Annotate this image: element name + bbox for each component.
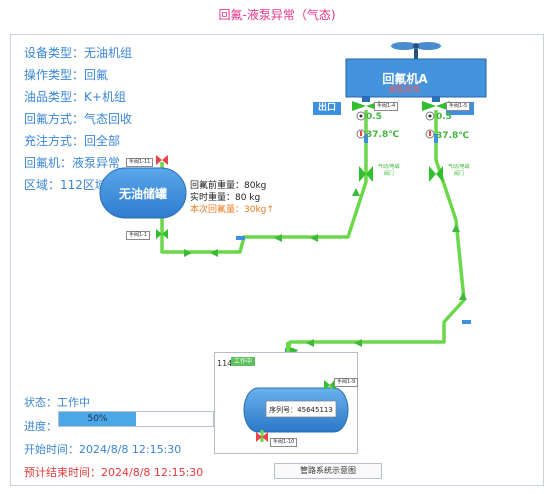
progress-fill: 50%	[59, 412, 136, 426]
machine-port-left	[362, 96, 370, 102]
outlet-label: 出口	[313, 102, 342, 115]
info-device-type: 设备类型：无油机组	[24, 46, 133, 60]
page-title: 回氟-液泵异常（气态)	[218, 8, 336, 22]
weight-actual: 实时重量：80 kg	[190, 193, 261, 203]
recovery-machine-status: 液泵异常	[388, 84, 420, 94]
progress-bar: 50%	[58, 411, 214, 427]
machine-port-right	[432, 96, 440, 102]
pipe-joints	[236, 134, 471, 352]
info-charge-method: 充注方式：回全部	[24, 134, 121, 148]
valve-tag-1-9-top: 手阀1-9	[334, 378, 359, 387]
left-thermometer-icon	[356, 129, 366, 139]
diagram-frame	[10, 34, 544, 486]
right-temperature: 37.8℃	[436, 131, 470, 141]
right-solenoid-valve-icon	[429, 166, 443, 182]
info-area: 区域：112区域	[24, 178, 107, 192]
estimated-end-time: 预计结束时间：2024/8/8 12:15:30	[24, 466, 204, 479]
pipeline-diagram-button[interactable]: 管路系统示意图	[274, 463, 382, 479]
info-recovery-method: 回氟方式：气态回收	[24, 112, 133, 126]
left-solenoid-label: 气动/电磁阀门	[378, 164, 400, 177]
right-thermometer-icon	[425, 129, 435, 139]
start-time: 开始时间：2024/8/8 12:15:30	[24, 443, 182, 456]
recovery-machine-name: 回氟机A	[382, 71, 428, 86]
valve-tag-1-1: 手阀1-1	[126, 231, 151, 240]
status-value: 工作中	[57, 396, 90, 409]
info-oil-type: 油品类型：K+机组	[24, 90, 126, 104]
recovery-machine-body	[345, 58, 487, 98]
valve-tag-1-4: 手阀1-4	[374, 102, 399, 111]
progress-label: 进度：	[24, 420, 57, 433]
storage-tank-name: 无油储罐	[118, 186, 167, 201]
left-temperature: 37.8℃	[366, 130, 400, 140]
info-recovery-machine: 回氟机：液泵异常	[24, 156, 121, 170]
flow-arrows	[184, 188, 467, 356]
valve-tag-1-5: 手阀1-5	[446, 102, 471, 111]
valve-tag-1-10-top: 手阀1-10	[270, 438, 298, 447]
cylinder-status-tag: 工作中	[231, 357, 256, 366]
tank-bottom-valve-icon	[156, 229, 168, 239]
fan-icon	[391, 42, 441, 59]
left-pressure: 0.5	[366, 112, 382, 122]
status-line: 状态：工作中	[24, 396, 90, 409]
weight-before: 回氟前重量：80kg	[190, 181, 267, 191]
right-pressure: 0.5	[436, 112, 452, 122]
valve-tag-1-11: 手阀1-11	[126, 158, 154, 167]
left-gauge-icon	[356, 111, 366, 121]
right-gauge-icon	[425, 111, 435, 121]
weight-recovered: 本次回氟量：30kg↑	[190, 205, 274, 215]
right-solenoid-label: 气动/电磁阀门	[448, 164, 470, 177]
info-operation-type: 操作类型：回氟	[24, 68, 109, 82]
left-solenoid-valve-icon	[359, 166, 373, 182]
cylinder-card-id: 114	[217, 359, 233, 368]
storage-tank	[99, 167, 187, 219]
tank-top-valve-icon	[156, 155, 168, 165]
